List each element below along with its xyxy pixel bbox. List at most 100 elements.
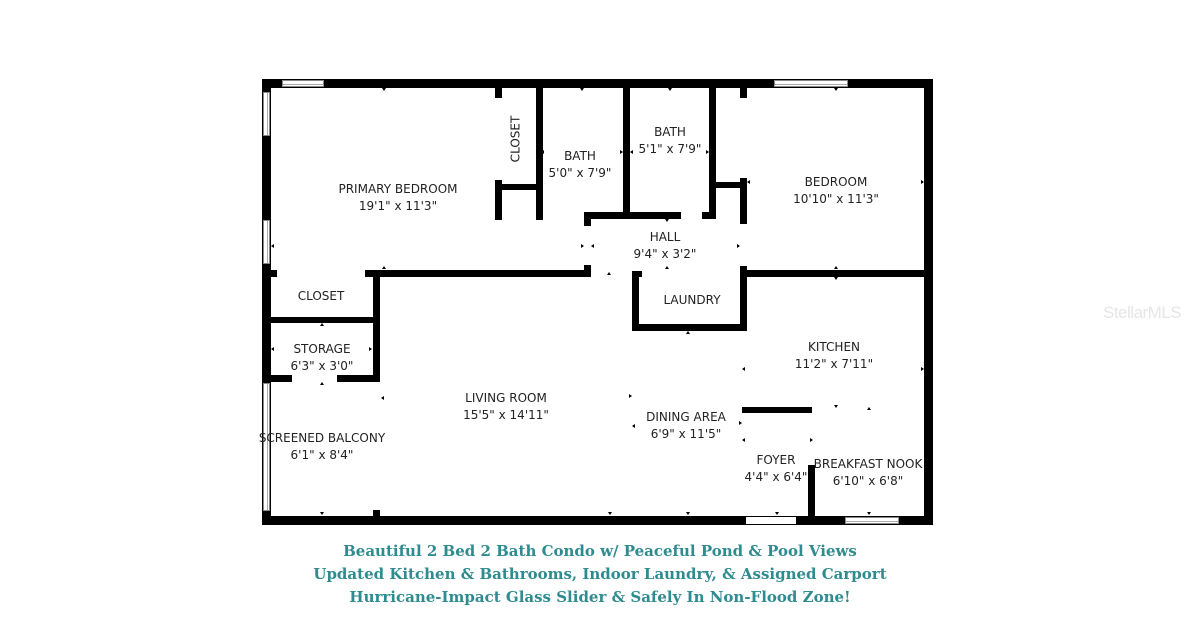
dim-tick (867, 512, 871, 515)
dim-tick (541, 150, 544, 154)
caption-line-3: Hurricane-Impact Glass Slider & Safely I… (349, 588, 851, 606)
window-primary-top (282, 80, 324, 87)
dim-tick (742, 438, 745, 442)
closet-primary-wall-left-bottom (495, 180, 502, 220)
dim-tick (608, 512, 612, 515)
room-dimensions: 9'4" x 3'2" (633, 247, 697, 261)
room-breakfast-nook: BREAKFAST NOOK 6'10" x 6'8" (814, 456, 923, 490)
dim-tick (581, 244, 584, 248)
room-name: SCREENED BALCONY (258, 431, 386, 445)
dim-tick (834, 266, 838, 269)
dim-tick (921, 367, 924, 371)
room-name: STORAGE (293, 342, 351, 356)
room-bath-2: BATH 5'1" x 7'9" (639, 124, 702, 158)
dim-tick (747, 180, 750, 184)
dim-tick (834, 88, 838, 91)
room-dimensions: 6'9" x 11'5" (650, 427, 722, 441)
exterior-wall-right (924, 79, 933, 525)
room-name: LIVING ROOM (465, 391, 547, 405)
dim-tick (668, 88, 672, 91)
dim-tick (580, 88, 584, 91)
dim-tick (665, 219, 669, 222)
room-dimensions: 5'0" x 7'9" (548, 166, 612, 180)
caption-line-1: Beautiful 2 Bed 2 Bath Condo w/ Peaceful… (343, 542, 857, 560)
primary-wall-bottom-left (262, 270, 277, 277)
dim-tick (810, 438, 813, 442)
primary-wall-bottom (365, 270, 591, 277)
room-dimensions: 19'1" x 11'3" (358, 199, 438, 213)
dim-tick (320, 382, 324, 385)
closet-storage-divider (262, 317, 380, 323)
room-name: CLOSET (297, 289, 345, 303)
hall-corner-left (584, 212, 591, 226)
bedroom-wall-left (740, 178, 747, 224)
room-name: DINING AREA (646, 410, 726, 424)
dim-tick (591, 244, 594, 248)
bath2-wall-right (709, 88, 716, 218)
room-dimensions: 15'5" x 14'11" (463, 408, 549, 422)
dim-tick (320, 512, 324, 515)
room-closet-living: CLOSET (298, 288, 345, 305)
dim-tick (381, 396, 384, 400)
room-dimensions: 6'1" x 8'4" (290, 448, 354, 462)
dim-tick (320, 323, 324, 326)
room-dimensions: 11'2" x 7'11" (794, 357, 874, 371)
dim-tick (686, 512, 690, 515)
dim-tick (834, 277, 838, 280)
window-primary-left-2 (263, 220, 270, 264)
exterior-wall-top (262, 79, 933, 88)
room-dimensions: 6'3" x 3'0" (290, 359, 354, 373)
room-kitchen: KITCHEN 11'2" x 7'11" (795, 339, 873, 373)
closet-primary-wall-right (536, 88, 543, 220)
room-dining-area: DINING AREA 6'9" x 11'5" (646, 409, 726, 443)
room-foyer: FOYER 4'4" x 6'4" (745, 452, 808, 486)
storage-wall-bottom-right (337, 375, 380, 382)
dim-tick (630, 150, 633, 154)
room-living-room: LIVING ROOM 15'5" x 14'11" (463, 390, 549, 424)
dim-tick (382, 266, 386, 269)
window-primary-left-1 (263, 92, 270, 136)
dim-tick (382, 88, 386, 91)
room-dimensions: 6'10" x 6'8" (832, 474, 904, 488)
dim-tick (775, 512, 779, 515)
bath-bottom-wall-stub (702, 212, 716, 219)
room-name: BATH (564, 149, 596, 163)
room-name: FOYER (756, 453, 796, 467)
dim-tick (632, 424, 635, 428)
storage-wall-bottom-left (262, 375, 292, 382)
room-storage: STORAGE 6'3" x 3'0" (291, 341, 354, 375)
dim-tick (369, 347, 372, 351)
room-bath-1: BATH 5'0" x 7'9" (549, 148, 612, 182)
dim-tick (629, 394, 632, 398)
laundry-wall-right (740, 271, 747, 331)
exterior-wall-bottom (262, 516, 933, 525)
dim-tick (271, 347, 274, 351)
dim-tick (686, 331, 690, 334)
dim-tick (737, 244, 740, 248)
laundry-wall-left (632, 271, 639, 331)
room-name: HALL (649, 230, 681, 244)
dim-tick (834, 405, 838, 408)
dim-tick (867, 407, 871, 410)
closet-primary-wall-bottom (495, 184, 541, 190)
room-primary-bedroom: PRIMARY BEDROOM 19'1" x 11'3" (338, 181, 457, 215)
watermark-logo: StellarMLS (1103, 303, 1182, 322)
closet-living-wall-right (373, 270, 380, 382)
caption-line-2: Updated Kitchen & Bathrooms, Indoor Laun… (313, 565, 887, 583)
bath-divider (623, 88, 630, 218)
bath-bottom-wall (584, 212, 681, 219)
entry-door-gap (746, 517, 796, 524)
foyer-nook-divider (808, 465, 815, 520)
dim-tick (706, 150, 709, 154)
bedroom-closet-shelf (712, 182, 745, 188)
room-name: BATH (654, 125, 686, 139)
window-nook-bottom (845, 517, 899, 524)
balcony-wall-stub (373, 510, 380, 518)
room-name: BREAKFAST NOOK (813, 457, 923, 471)
room-name: LAUNDRY (663, 293, 721, 307)
laundry-wall-top-stub (632, 271, 642, 277)
room-name: PRIMARY BEDROOM (338, 182, 458, 196)
dim-tick (921, 180, 924, 184)
dim-tick (620, 150, 623, 154)
